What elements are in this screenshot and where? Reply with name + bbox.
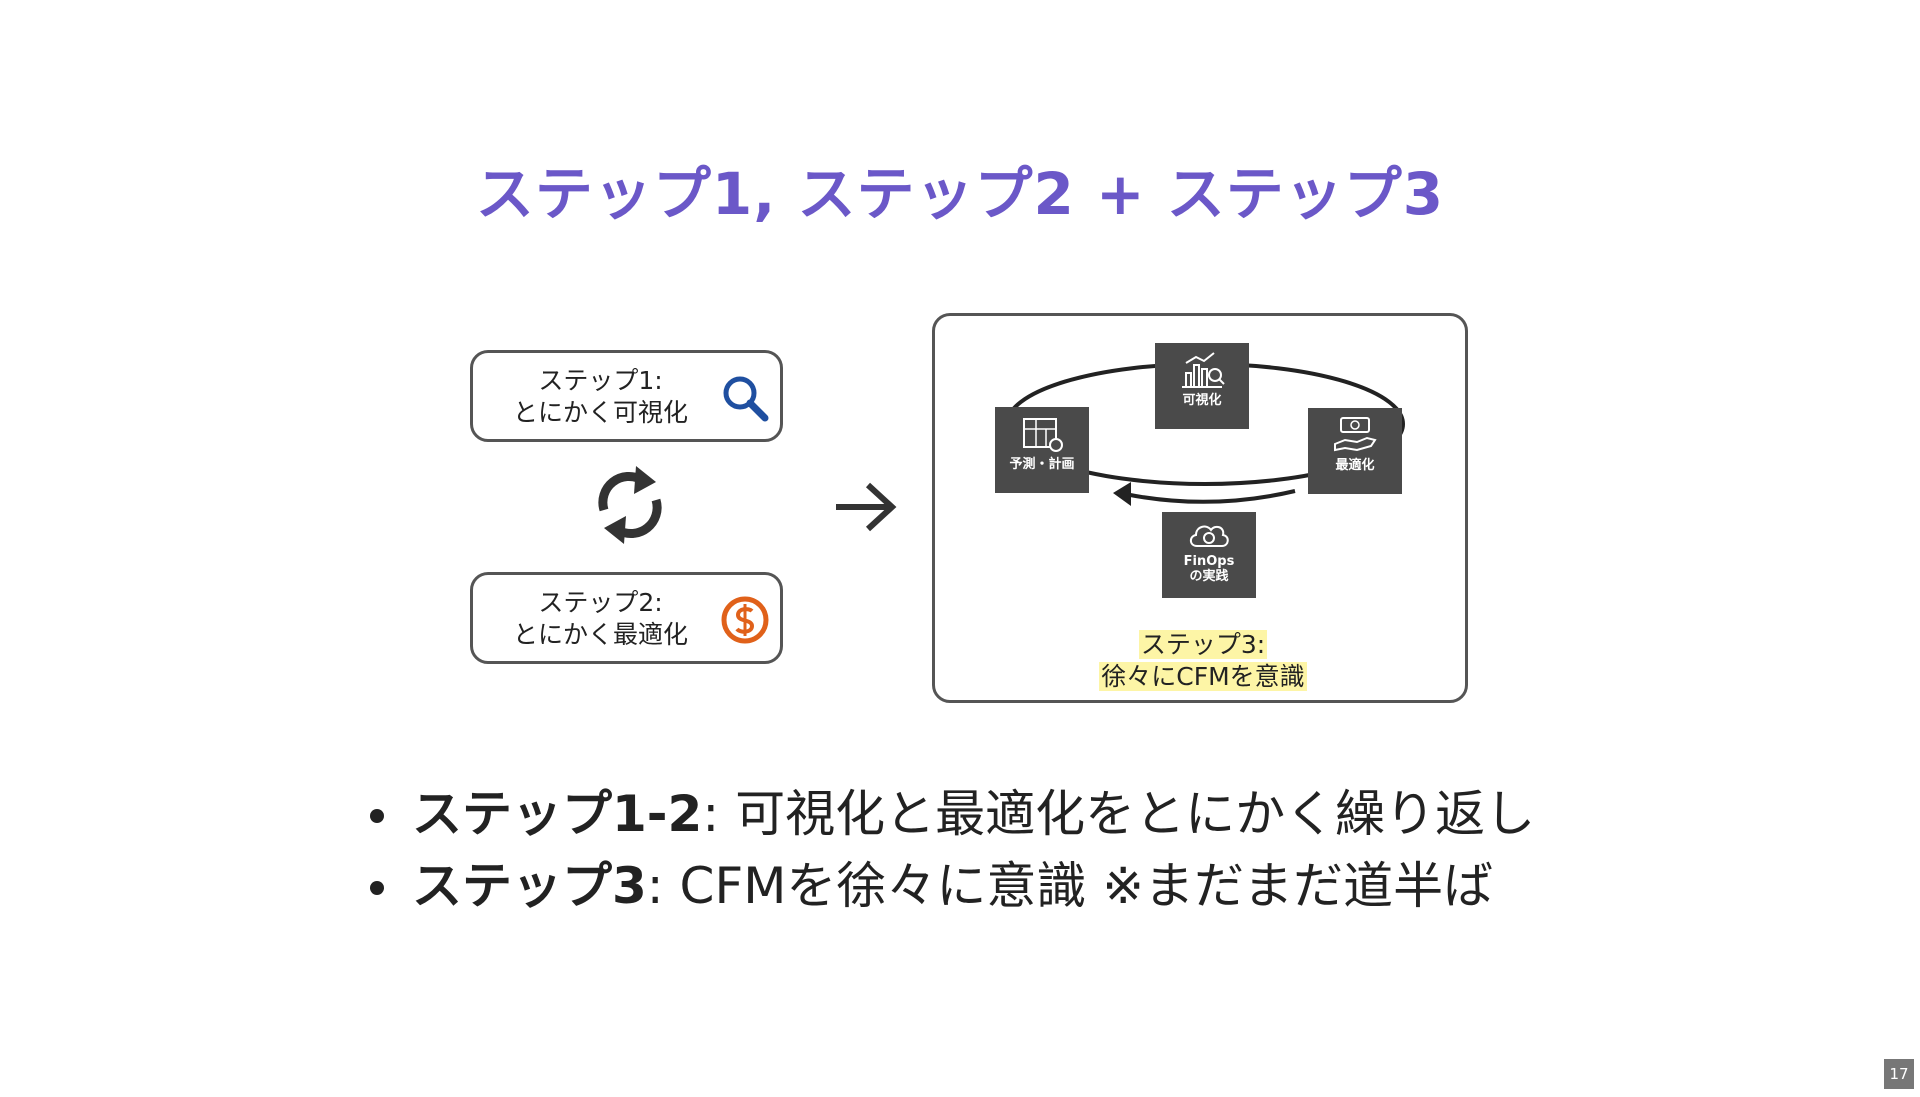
money-hand-icon <box>1334 417 1377 452</box>
blueprint-icon <box>1023 418 1063 452</box>
magnifier-icon <box>718 371 772 425</box>
chart-magnifier-icon <box>1182 352 1225 388</box>
step1-box: ステップ1: とにかく可視化 <box>470 350 783 442</box>
bullet-dot <box>370 809 384 823</box>
bullet-list: ステップ1-2: 可視化と最適化をとにかく繰り返し ステップ3: CFMを徐々に… <box>370 778 1535 922</box>
bullet-bold: ステップ1-2 <box>412 785 703 843</box>
bullet-item: ステップ1-2: 可視化と最適化をとにかく繰り返し <box>370 778 1535 850</box>
step1-heading: ステップ1: <box>538 366 663 395</box>
bullet-dot <box>370 881 384 895</box>
tile-finops-practice: FinOps の実践 <box>1162 512 1256 598</box>
bullet-bold: ステップ3 <box>412 857 647 915</box>
step3-label: 徐々にCFMを意識 <box>1099 662 1307 691</box>
step2-box: ステップ2: とにかく最適化 <box>470 572 783 664</box>
step2-heading: ステップ2: <box>538 588 663 617</box>
tile-optimize-label: 最適化 <box>1335 458 1375 473</box>
tile-visualize: 可視化 <box>1155 343 1249 429</box>
tile-forecast-label: 予測・計画 <box>1009 457 1075 472</box>
tile-optimize: 最適化 <box>1308 408 1402 494</box>
tile-finops-line2: の実践 <box>1189 569 1229 584</box>
slide-title: ステップ1, ステップ2 + ステップ3 <box>475 160 1445 228</box>
bullet-text: : CFMを徐々に意識 ※まだまだ道半ば <box>646 857 1494 915</box>
bullet-item: ステップ3: CFMを徐々に意識 ※まだまだ道半ば <box>370 850 1535 922</box>
tile-finops-line1: FinOps <box>1183 554 1235 569</box>
dollar-coin-icon <box>718 593 772 647</box>
tile-forecast-plan: 予測・計画 <box>995 407 1089 493</box>
cloud-gear-icon <box>1189 525 1229 547</box>
page-number: 17 <box>1884 1059 1914 1089</box>
step3-heading: ステップ3: <box>1138 630 1268 659</box>
bullet-text: : 可視化と最適化をとにかく繰り返し <box>702 785 1536 843</box>
step3-caption: ステップ3: 徐々にCFMを意識 <box>935 629 1471 693</box>
step1-label: とにかく可視化 <box>512 398 688 427</box>
refresh-cycle-icon <box>590 460 670 550</box>
step3-panel: 可視化 予測・計画 最適化 FinOps の実践 ステップ3: 徐々にCFMを意… <box>932 313 1468 703</box>
arrow-right-icon <box>830 477 900 537</box>
step2-label: とにかく最適化 <box>512 620 688 649</box>
tile-visualize-label: 可視化 <box>1182 393 1222 408</box>
